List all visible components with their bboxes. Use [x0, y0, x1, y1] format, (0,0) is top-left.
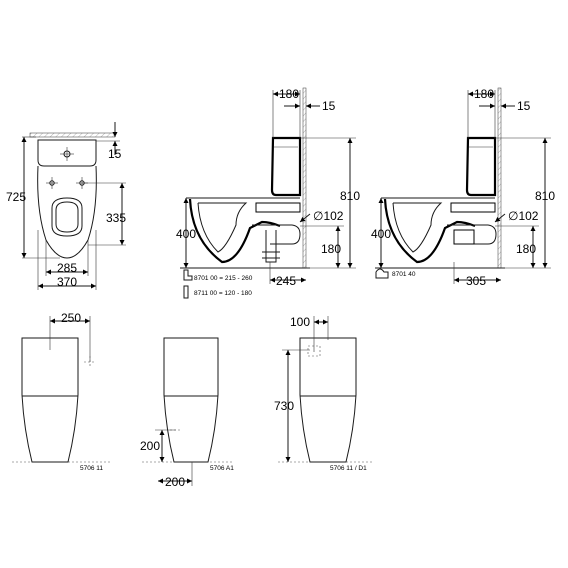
dim-200-vertical: 200 — [140, 439, 160, 453]
dim-102-s1: ∅102 — [313, 209, 344, 223]
note-8701-40: 8701 40 — [392, 271, 416, 278]
dim-810-s2: 810 — [535, 189, 555, 203]
dim-400-s2: 400 — [371, 227, 391, 241]
dim-15-top: 15 — [108, 147, 122, 161]
dim-15-s2: 15 — [517, 99, 531, 113]
note-8711-00: 8711 00 = 120 - 180 — [194, 290, 252, 297]
dim-285: 285 — [57, 261, 77, 275]
dim-810-s1: 810 — [340, 189, 360, 203]
note-8701-00: 8701 00 = 215 - 260 — [194, 275, 253, 282]
code-rear-2: 5706 A1 — [210, 465, 234, 472]
dim-335: 335 — [106, 211, 126, 225]
dim-102-s2: ∅102 — [508, 209, 539, 223]
dim-370: 370 — [57, 275, 77, 289]
code-rear-1: 5706 11 — [80, 465, 103, 472]
dim-250: 250 — [61, 311, 81, 325]
rear-view-2 — [142, 337, 234, 486]
dim-180b-s1: 180 — [321, 242, 341, 256]
side-view-2 — [375, 87, 551, 284]
dim-15-s1: 15 — [322, 99, 336, 113]
side-view-1 — [180, 87, 356, 299]
dim-305: 305 — [466, 274, 486, 288]
dim-730: 730 — [274, 399, 294, 413]
dim-200-horizontal: 200 — [165, 475, 185, 489]
dim-100: 100 — [290, 315, 310, 329]
dim-725: 725 — [6, 190, 26, 204]
rear-view-3 — [278, 316, 372, 463]
rear-view-1 — [12, 316, 110, 463]
dim-245: 245 — [276, 274, 296, 288]
dim-400-s1: 400 — [176, 227, 196, 241]
code-rear-3: 5706 11 / D1 — [330, 465, 367, 472]
dim-180b-s2: 180 — [516, 242, 536, 256]
dim-180-s1: 180 — [279, 87, 299, 101]
top-view — [21, 122, 126, 290]
dim-180-s2: 180 — [474, 87, 494, 101]
